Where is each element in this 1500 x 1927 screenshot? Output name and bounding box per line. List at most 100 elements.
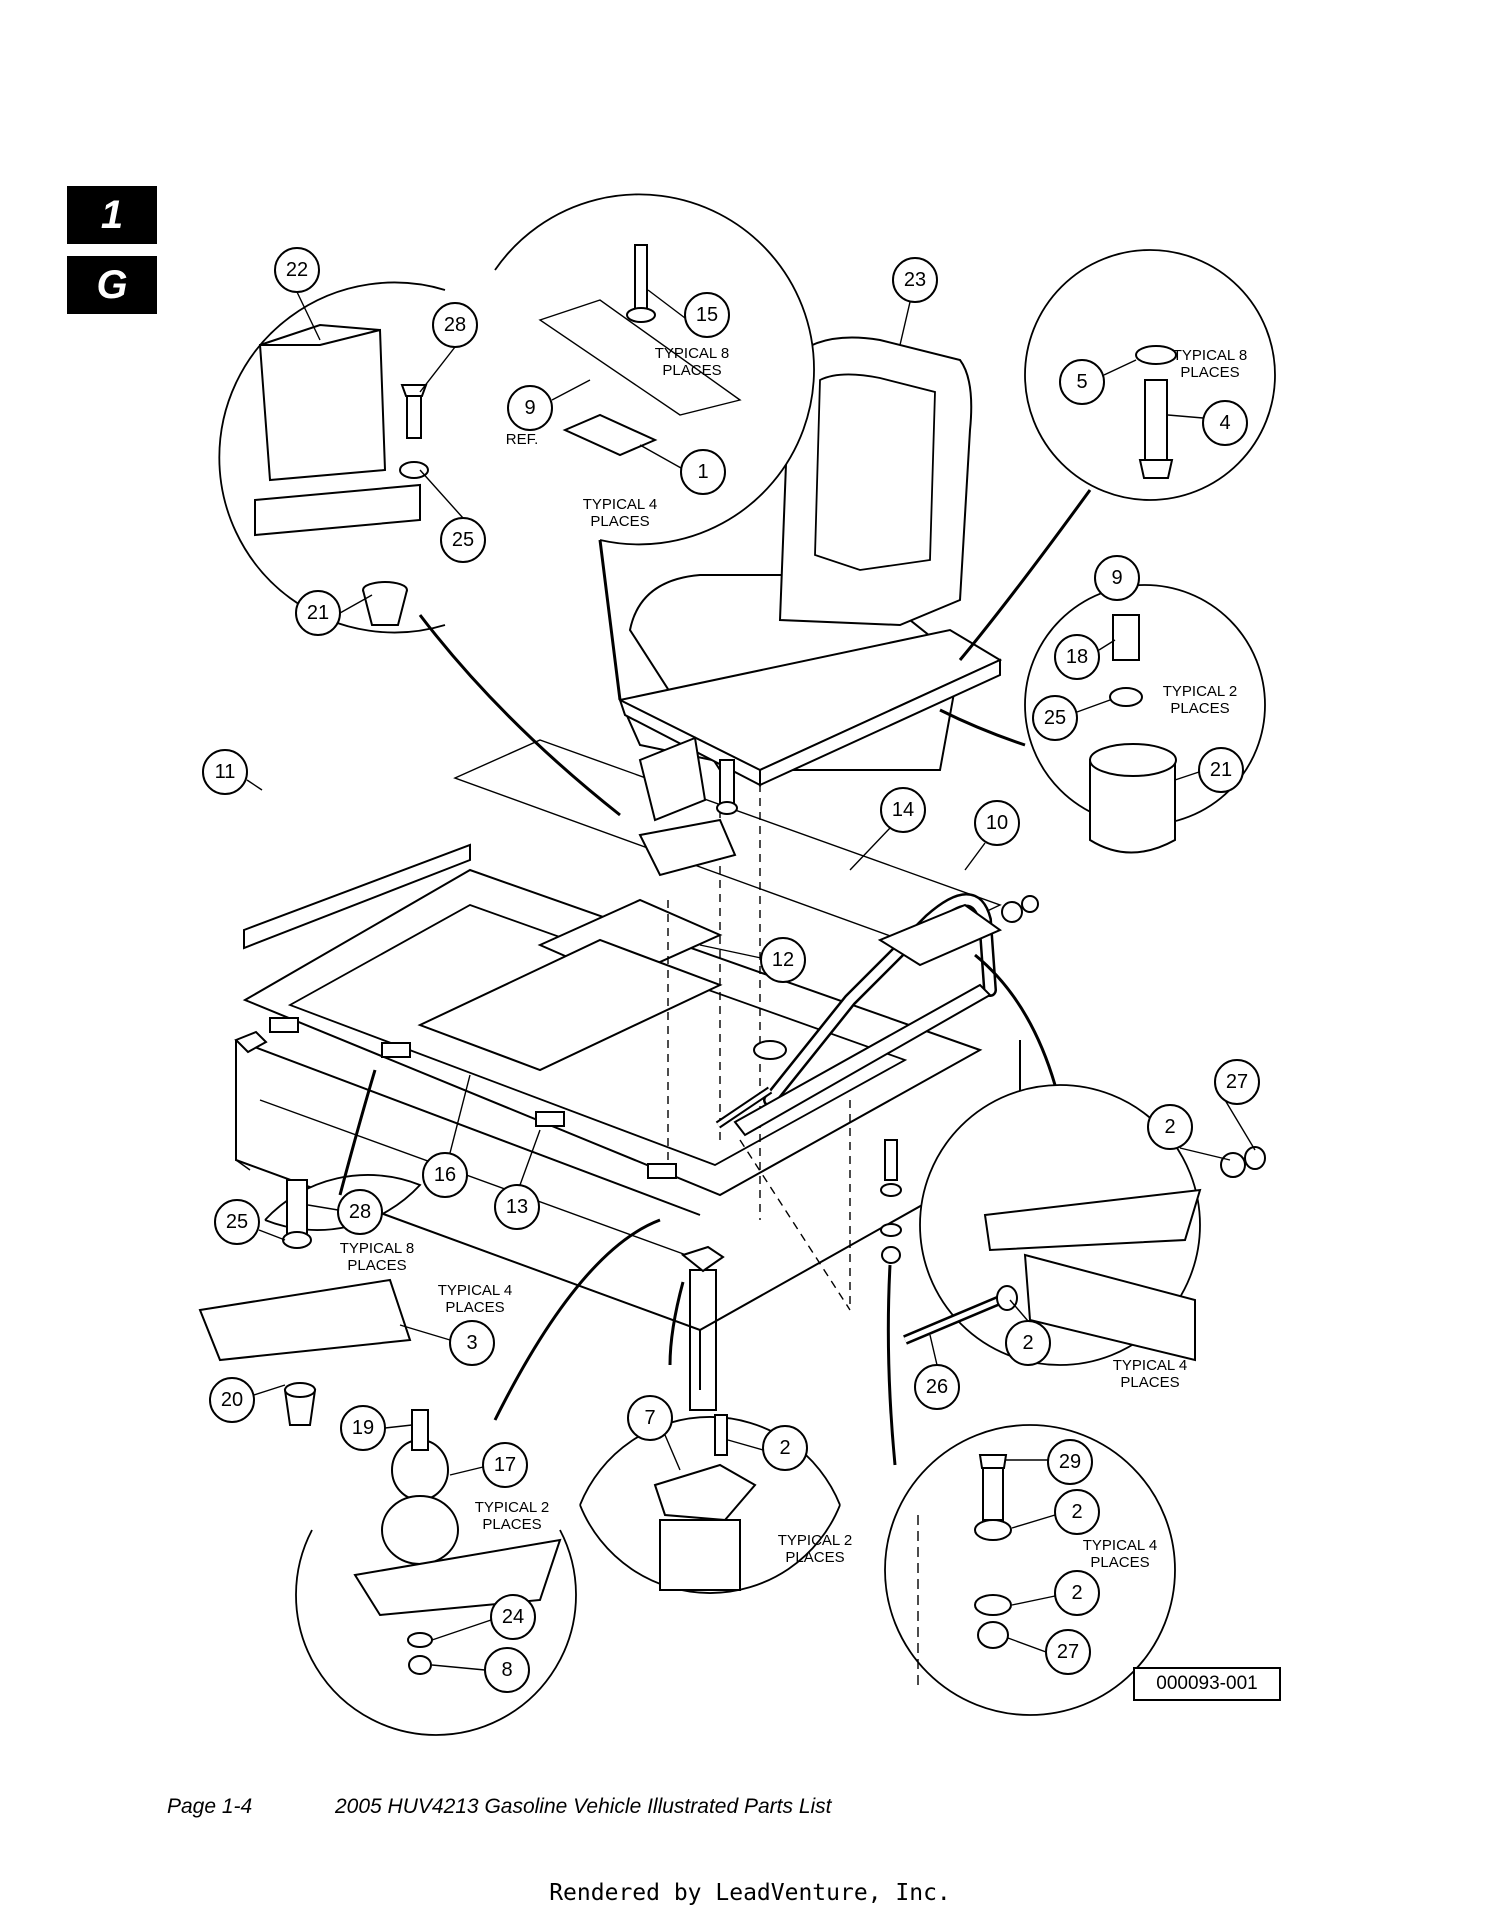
svg-text:TYPICAL 2: TYPICAL 2: [475, 1499, 549, 1516]
svg-text:TYPICAL 2: TYPICAL 2: [778, 1532, 852, 1549]
callout-25-right: 25: [1032, 695, 1078, 741]
callout-8: 8: [484, 1647, 530, 1693]
svg-text:26: 26: [926, 1376, 948, 1398]
svg-text:PLACES: PLACES: [347, 1257, 406, 1274]
loose-hardware: [715, 895, 1039, 1264]
svg-text:2: 2: [1022, 1332, 1033, 1354]
svg-text:PLACES: PLACES: [662, 362, 721, 379]
seat: [618, 336, 1003, 787]
callout-7: 7: [627, 1395, 673, 1441]
svg-text:TYPICAL 4: TYPICAL 4: [438, 1282, 512, 1299]
svg-text:11: 11: [215, 761, 236, 783]
svg-text:REF.: REF.: [506, 431, 539, 448]
document-title: 2005 HUV4213 Gasoline Vehicle Illustrate…: [335, 1795, 832, 1818]
figure-reference-number: 000093-001: [1133, 1667, 1281, 1701]
leader-arrows: [338, 489, 1092, 1466]
svg-text:12: 12: [772, 949, 794, 971]
svg-text:PLACES: PLACES: [590, 513, 649, 530]
note-typical-4-handle: TYPICAL 4 PLACES: [1113, 1357, 1187, 1391]
svg-text:25: 25: [452, 529, 474, 551]
svg-text:25: 25: [226, 1211, 248, 1233]
callout-10: 10: [974, 800, 1020, 846]
svg-text:10: 10: [986, 812, 1008, 834]
callout-17: 17: [482, 1442, 528, 1488]
callout-24: 24: [490, 1594, 536, 1640]
svg-text:TYPICAL 4: TYPICAL 4: [1083, 1537, 1157, 1554]
callout-2-top: 2: [1147, 1104, 1193, 1150]
callout-13: 13: [494, 1184, 540, 1230]
svg-text:4: 4: [1219, 412, 1230, 434]
section-number-tab: 1: [67, 186, 157, 244]
svg-text:2: 2: [1071, 1582, 1082, 1604]
svg-text:PLACES: PLACES: [482, 1516, 541, 1533]
svg-text:25: 25: [1044, 707, 1066, 729]
svg-text:PLACES: PLACES: [1180, 364, 1239, 381]
svg-text:13: 13: [506, 1196, 528, 1218]
svg-text:5: 5: [1076, 371, 1087, 393]
svg-text:15: 15: [696, 304, 718, 326]
callout-28: 28: [432, 302, 478, 348]
svg-text:PLACES: PLACES: [1170, 700, 1229, 717]
callout-29: 29: [1047, 1439, 1093, 1485]
svg-text:16: 16: [434, 1164, 456, 1186]
svg-text:TYPICAL 8: TYPICAL 8: [340, 1240, 414, 1257]
callout-25-left: 25: [214, 1199, 260, 1245]
svg-text:20: 20: [221, 1389, 243, 1411]
svg-text:2: 2: [779, 1437, 790, 1459]
svg-text:2: 2: [1071, 1501, 1082, 1523]
svg-text:PLACES: PLACES: [1090, 1554, 1149, 1571]
callout-23: 23: [892, 257, 938, 303]
note-typical-8-seat-bolt: TYPICAL 8 PLACES: [1173, 347, 1247, 381]
rendered-by-credit: Rendered by LeadVenture, Inc.: [549, 1880, 951, 1906]
svg-text:27: 27: [1226, 1071, 1248, 1093]
callout-2-mid: 2: [1005, 1320, 1051, 1366]
svg-text:TYPICAL 8: TYPICAL 8: [655, 345, 729, 362]
callout-2-cap: 2: [762, 1425, 808, 1471]
svg-text:PLACES: PLACES: [445, 1299, 504, 1316]
callout-19: 19: [340, 1405, 386, 1451]
detail-circle-hardware-stack: [884, 1424, 1176, 1716]
left-grab-handle: [243, 706, 471, 950]
callout-28-left: 28: [337, 1189, 383, 1235]
svg-text:PLACES: PLACES: [1120, 1374, 1179, 1391]
note-typical-2-cap: TYPICAL 2 PLACES: [778, 1532, 852, 1566]
callout-15: 15: [684, 292, 730, 338]
svg-text:18: 18: [1066, 646, 1088, 668]
svg-text:9: 9: [524, 397, 535, 419]
svg-text:28: 28: [349, 1201, 371, 1223]
svg-text:9: 9: [1111, 567, 1122, 589]
svg-text:TYPICAL 2: TYPICAL 2: [1163, 683, 1237, 700]
note-typical-8-frame: TYPICAL 8 PLACES: [340, 1240, 414, 1274]
svg-text:TYPICAL 4: TYPICAL 4: [583, 496, 657, 513]
callout-26: 26: [914, 1364, 960, 1410]
callout-14: 14: [880, 787, 926, 833]
svg-text:TYPICAL 8: TYPICAL 8: [1173, 347, 1247, 364]
svg-text:2: 2: [1164, 1116, 1175, 1138]
callout-25: 25: [440, 517, 486, 563]
svg-text:22: 22: [286, 259, 308, 281]
note-typical-4-seat-latch: TYPICAL 4 PLACES: [583, 496, 657, 530]
svg-text:21: 21: [1210, 759, 1232, 781]
callout-2-stack-upper: 2: [1054, 1489, 1100, 1535]
callout-12: 12: [760, 937, 806, 983]
svg-text:PLACES: PLACES: [785, 1549, 844, 1566]
note-typical-4-frame: TYPICAL 4 PLACES: [438, 1282, 512, 1316]
right-grab-handle: [733, 893, 1003, 1137]
callout-21-right: 21: [1198, 747, 1244, 793]
note-ref: REF.: [506, 431, 539, 448]
callout-27-bottom: 27: [1045, 1629, 1091, 1675]
svg-text:8: 8: [501, 1659, 512, 1681]
callout-9: 9: [1094, 555, 1140, 601]
callout-5: 5: [1059, 359, 1105, 405]
svg-text:3: 3: [466, 1332, 477, 1354]
svg-text:27: 27: [1057, 1641, 1079, 1663]
section-letter-tab: G: [67, 256, 157, 314]
callout-4: 4: [1202, 400, 1248, 446]
svg-text:19: 19: [352, 1417, 374, 1439]
callout-2-stack-lower: 2: [1054, 1570, 1100, 1616]
detail-circle-cup-holder: [218, 281, 446, 634]
callout-11: 11: [202, 749, 248, 795]
callout-22: 22: [274, 247, 320, 293]
svg-text:17: 17: [494, 1454, 516, 1476]
